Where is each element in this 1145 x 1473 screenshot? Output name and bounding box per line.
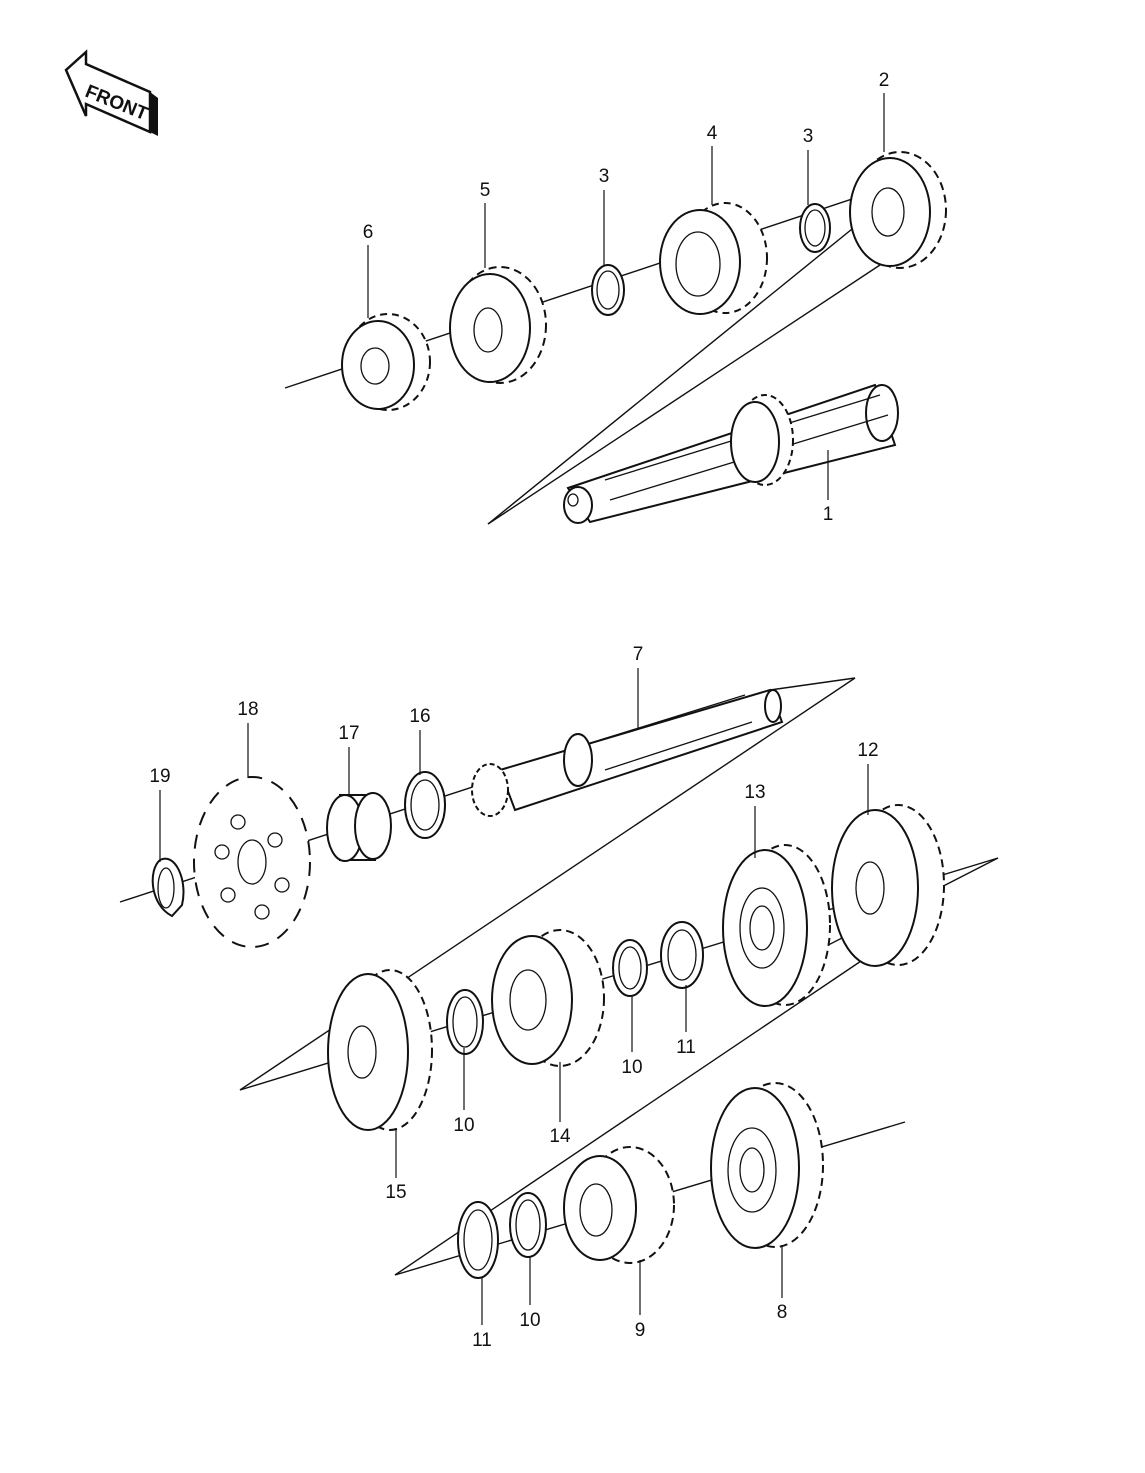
circlip-part-3-right (799, 203, 831, 253)
callout-6: 6 (363, 222, 374, 243)
lower-assembly: 19 18 17 16 7 13 12 10 14 10 11 15 11 10… (119, 644, 999, 1351)
gear-part-4 (659, 202, 768, 315)
callout-15: 15 (385, 1182, 406, 1203)
callout-14: 14 (549, 1126, 571, 1147)
gear-part-8 (710, 1082, 824, 1249)
upper-assembly: 6 5 3 4 3 2 1 (284, 70, 947, 525)
callout-8: 8 (777, 1302, 788, 1323)
washer-part-11-lower (457, 1201, 499, 1279)
gear-part-13 (722, 844, 831, 1007)
callout-12: 12 (857, 740, 878, 761)
callout-10-left: 10 (453, 1115, 474, 1136)
callout-3-left: 3 (599, 166, 610, 187)
gear-part-14 (491, 929, 605, 1067)
washer-part-11-upper (660, 921, 704, 989)
front-arrow-icon: FRONT (64, 49, 158, 136)
shaft-part-7 (471, 688, 784, 817)
circlip-part-19 (151, 857, 185, 918)
callout-10-middle: 10 (621, 1057, 642, 1078)
shaft-part-1 (563, 383, 899, 524)
callout-11-upper: 11 (676, 1037, 696, 1058)
sprocket-part-18 (193, 776, 311, 948)
callout-10-lower: 10 (519, 1310, 540, 1331)
collar-part-17 (326, 792, 392, 862)
callout-17: 17 (338, 723, 359, 744)
callout-1: 1 (823, 504, 834, 525)
gear-part-5 (449, 266, 547, 384)
callout-9: 9 (635, 1320, 646, 1341)
circlip-part-10-left (446, 989, 484, 1055)
callout-2: 2 (879, 70, 890, 91)
callout-5: 5 (480, 180, 491, 201)
gear-part-9 (563, 1146, 675, 1264)
callout-16: 16 (409, 706, 430, 727)
callout-7: 7 (633, 644, 644, 665)
washer-part-16 (404, 771, 446, 839)
gear-part-6 (341, 313, 431, 411)
circlip-part-10-lower (509, 1192, 547, 1258)
circlip-part-3-left (591, 264, 625, 316)
gear-part-2 (849, 151, 947, 269)
upper-wedge-line (487, 264, 881, 525)
lower-wedge-line (769, 677, 856, 691)
callout-19: 19 (149, 766, 170, 787)
gear-part-12 (831, 804, 945, 967)
callout-3-right: 3 (803, 126, 814, 147)
upper-wedge-line (487, 177, 916, 525)
callout-13: 13 (744, 782, 765, 803)
gear-part-15 (327, 969, 433, 1131)
circlip-part-10-middle (612, 939, 648, 997)
callout-4: 4 (707, 123, 718, 144)
callout-11-lower: 11 (472, 1330, 492, 1351)
callout-18: 18 (237, 699, 258, 720)
